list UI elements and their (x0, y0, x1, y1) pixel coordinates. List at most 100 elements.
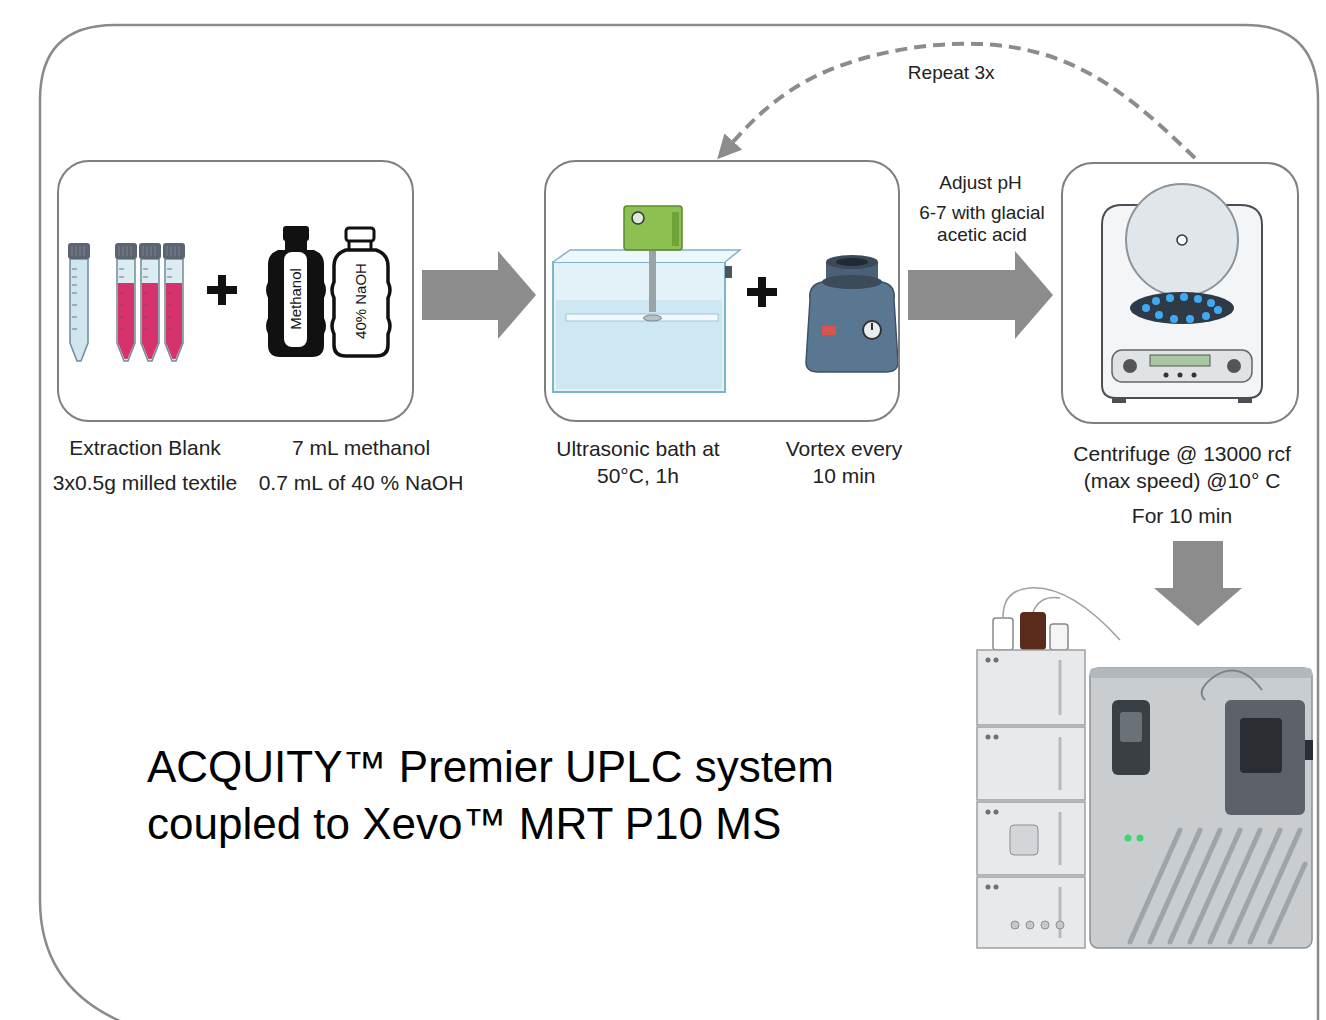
centrifuge (1194, 295, 1202, 303)
centrifuge (1180, 293, 1188, 301)
vortex-mixer (863, 321, 881, 339)
extraction-box: Ultrasonic bath at 50°C, 1hVortex every … (544, 160, 900, 422)
methanol-bottle (283, 226, 309, 241)
vortex-mixer (871, 323, 873, 330)
uplc-ms-instrument (1240, 718, 1282, 773)
centrifuge-caption: For 10 min (1064, 502, 1300, 529)
uplc-ms-instrument (1137, 835, 1144, 842)
instrument-title: ACQUITY™ Premier UPLC system coupled to … (147, 738, 907, 852)
process-arrow (422, 251, 536, 339)
centrifuge (1238, 398, 1252, 403)
centrifuge-box: Centrifuge @ 13000 rcf (max speed) @10° … (1061, 162, 1299, 424)
bath-caption: Ultrasonic bath at 50°C, 1h (548, 435, 728, 489)
centrifuge (1202, 312, 1210, 320)
plus-sign (207, 275, 237, 305)
methanol-bottle (285, 239, 307, 251)
process-arrow (1154, 541, 1242, 626)
uplc-ms-instrument (1041, 921, 1049, 929)
methanol-bottle (266, 250, 326, 357)
uplc-ms-instrument (1090, 668, 1312, 678)
uplc-ms-instrument (994, 658, 999, 663)
uplc-ms-instrument (1056, 921, 1064, 929)
uplc-ms-instrument (994, 810, 999, 815)
centrifuge (1166, 294, 1174, 302)
ultrasonic-bath (553, 262, 725, 392)
uplc-ms-instrument (1130, 830, 1305, 942)
process-arrow (908, 251, 1053, 339)
uplc-ms-instrument (1010, 825, 1038, 855)
centrifuge (1112, 350, 1252, 382)
sample-caption: Extraction Blank (30, 435, 260, 461)
uplc-ms-instrument (1050, 624, 1068, 650)
centrifuge (1178, 373, 1183, 378)
centrifuge (1123, 359, 1137, 373)
ultrasonic-bath (556, 300, 722, 389)
uplc-ms-instrument (994, 735, 999, 740)
vortex-mixer (806, 282, 898, 372)
uplc-ms-instrument (986, 658, 991, 663)
uplc-ms-instrument (986, 658, 999, 890)
uplc-ms-instrument (986, 735, 991, 740)
ultrasonic-bath (644, 315, 662, 321)
ultrasonic-bath (632, 212, 644, 224)
uplc-ms-instrument (1090, 668, 1312, 948)
vortex-mixer (826, 255, 878, 269)
vortex-mixer (822, 275, 882, 289)
step-note: 6-7 with glacial acetic acid (913, 202, 1051, 246)
reagent-caption: 7 mL methanol (236, 435, 486, 461)
ultrasonic-bath (553, 206, 740, 392)
outer-panel (40, 25, 1318, 1020)
ultrasonic-bath (553, 250, 740, 262)
falcon-tubes (115, 243, 137, 361)
centrifuge (1102, 184, 1262, 403)
bottle-label: 40% NaOH (352, 263, 370, 339)
uplc-ms-instrument (1125, 835, 1132, 842)
centrifuge (1207, 299, 1215, 307)
falcon-tubes (68, 243, 185, 361)
instrument-node: ACQUITY™ Premier UPLC system coupled to … (140, 628, 1315, 948)
uplc-ms-instrument (1059, 660, 1062, 938)
methanol-bottle (266, 226, 326, 357)
falcon-tubes (68, 243, 90, 361)
repeat-loop-arrow (722, 44, 1195, 158)
vortex-caption: Vortex every 10 min (780, 435, 908, 489)
uplc-ms-instrument (1020, 612, 1046, 650)
centrifuge (1164, 373, 1169, 378)
uplc-ms-instrument (1112, 700, 1150, 775)
centrifuge (1214, 306, 1222, 314)
uplc-ms-instrument (1026, 921, 1034, 929)
uplc-ms-instrument (994, 885, 999, 890)
centrifuge (1112, 398, 1126, 403)
uplc-ms-instrument (977, 650, 1085, 725)
methanol-bottle (284, 252, 307, 347)
uplc-ms-instrument (1011, 921, 1019, 929)
vortex-mixer (806, 255, 898, 372)
ultrasonic-bath (649, 248, 656, 312)
centrifuge (1186, 315, 1194, 323)
sample-caption: 3x0.5g milled textile (30, 470, 260, 496)
edge-label: Adjust pH (939, 172, 1021, 194)
uplc-ms-instrument (986, 810, 991, 815)
centrifuge (1227, 359, 1241, 373)
centrifuge (1155, 311, 1163, 319)
vortex-mixer (822, 326, 836, 335)
uplc-ms-instrument (977, 588, 1313, 948)
ultrasonic-bath (725, 266, 732, 278)
falcon-tubes (139, 243, 161, 361)
ultrasonic-bath (672, 212, 679, 246)
centrifuge (1152, 297, 1160, 305)
centrifuge-caption: Centrifuge @ 13000 rcf (max speed) @10° … (1064, 440, 1300, 494)
centrifuge (1177, 235, 1187, 245)
uplc-ms-instrument (977, 877, 1085, 948)
centrifuge (1192, 373, 1197, 378)
uplc-ms-instrument (977, 727, 1085, 800)
bottle-label: Methanol (287, 268, 305, 330)
naoh-bottle (332, 250, 390, 356)
uplc-ms-instrument (986, 885, 991, 890)
ultrasonic-bath (566, 314, 718, 321)
uplc-ms-instrument (1305, 740, 1313, 760)
naoh-bottle (346, 228, 374, 241)
uplc-ms-instrument (977, 802, 1085, 875)
